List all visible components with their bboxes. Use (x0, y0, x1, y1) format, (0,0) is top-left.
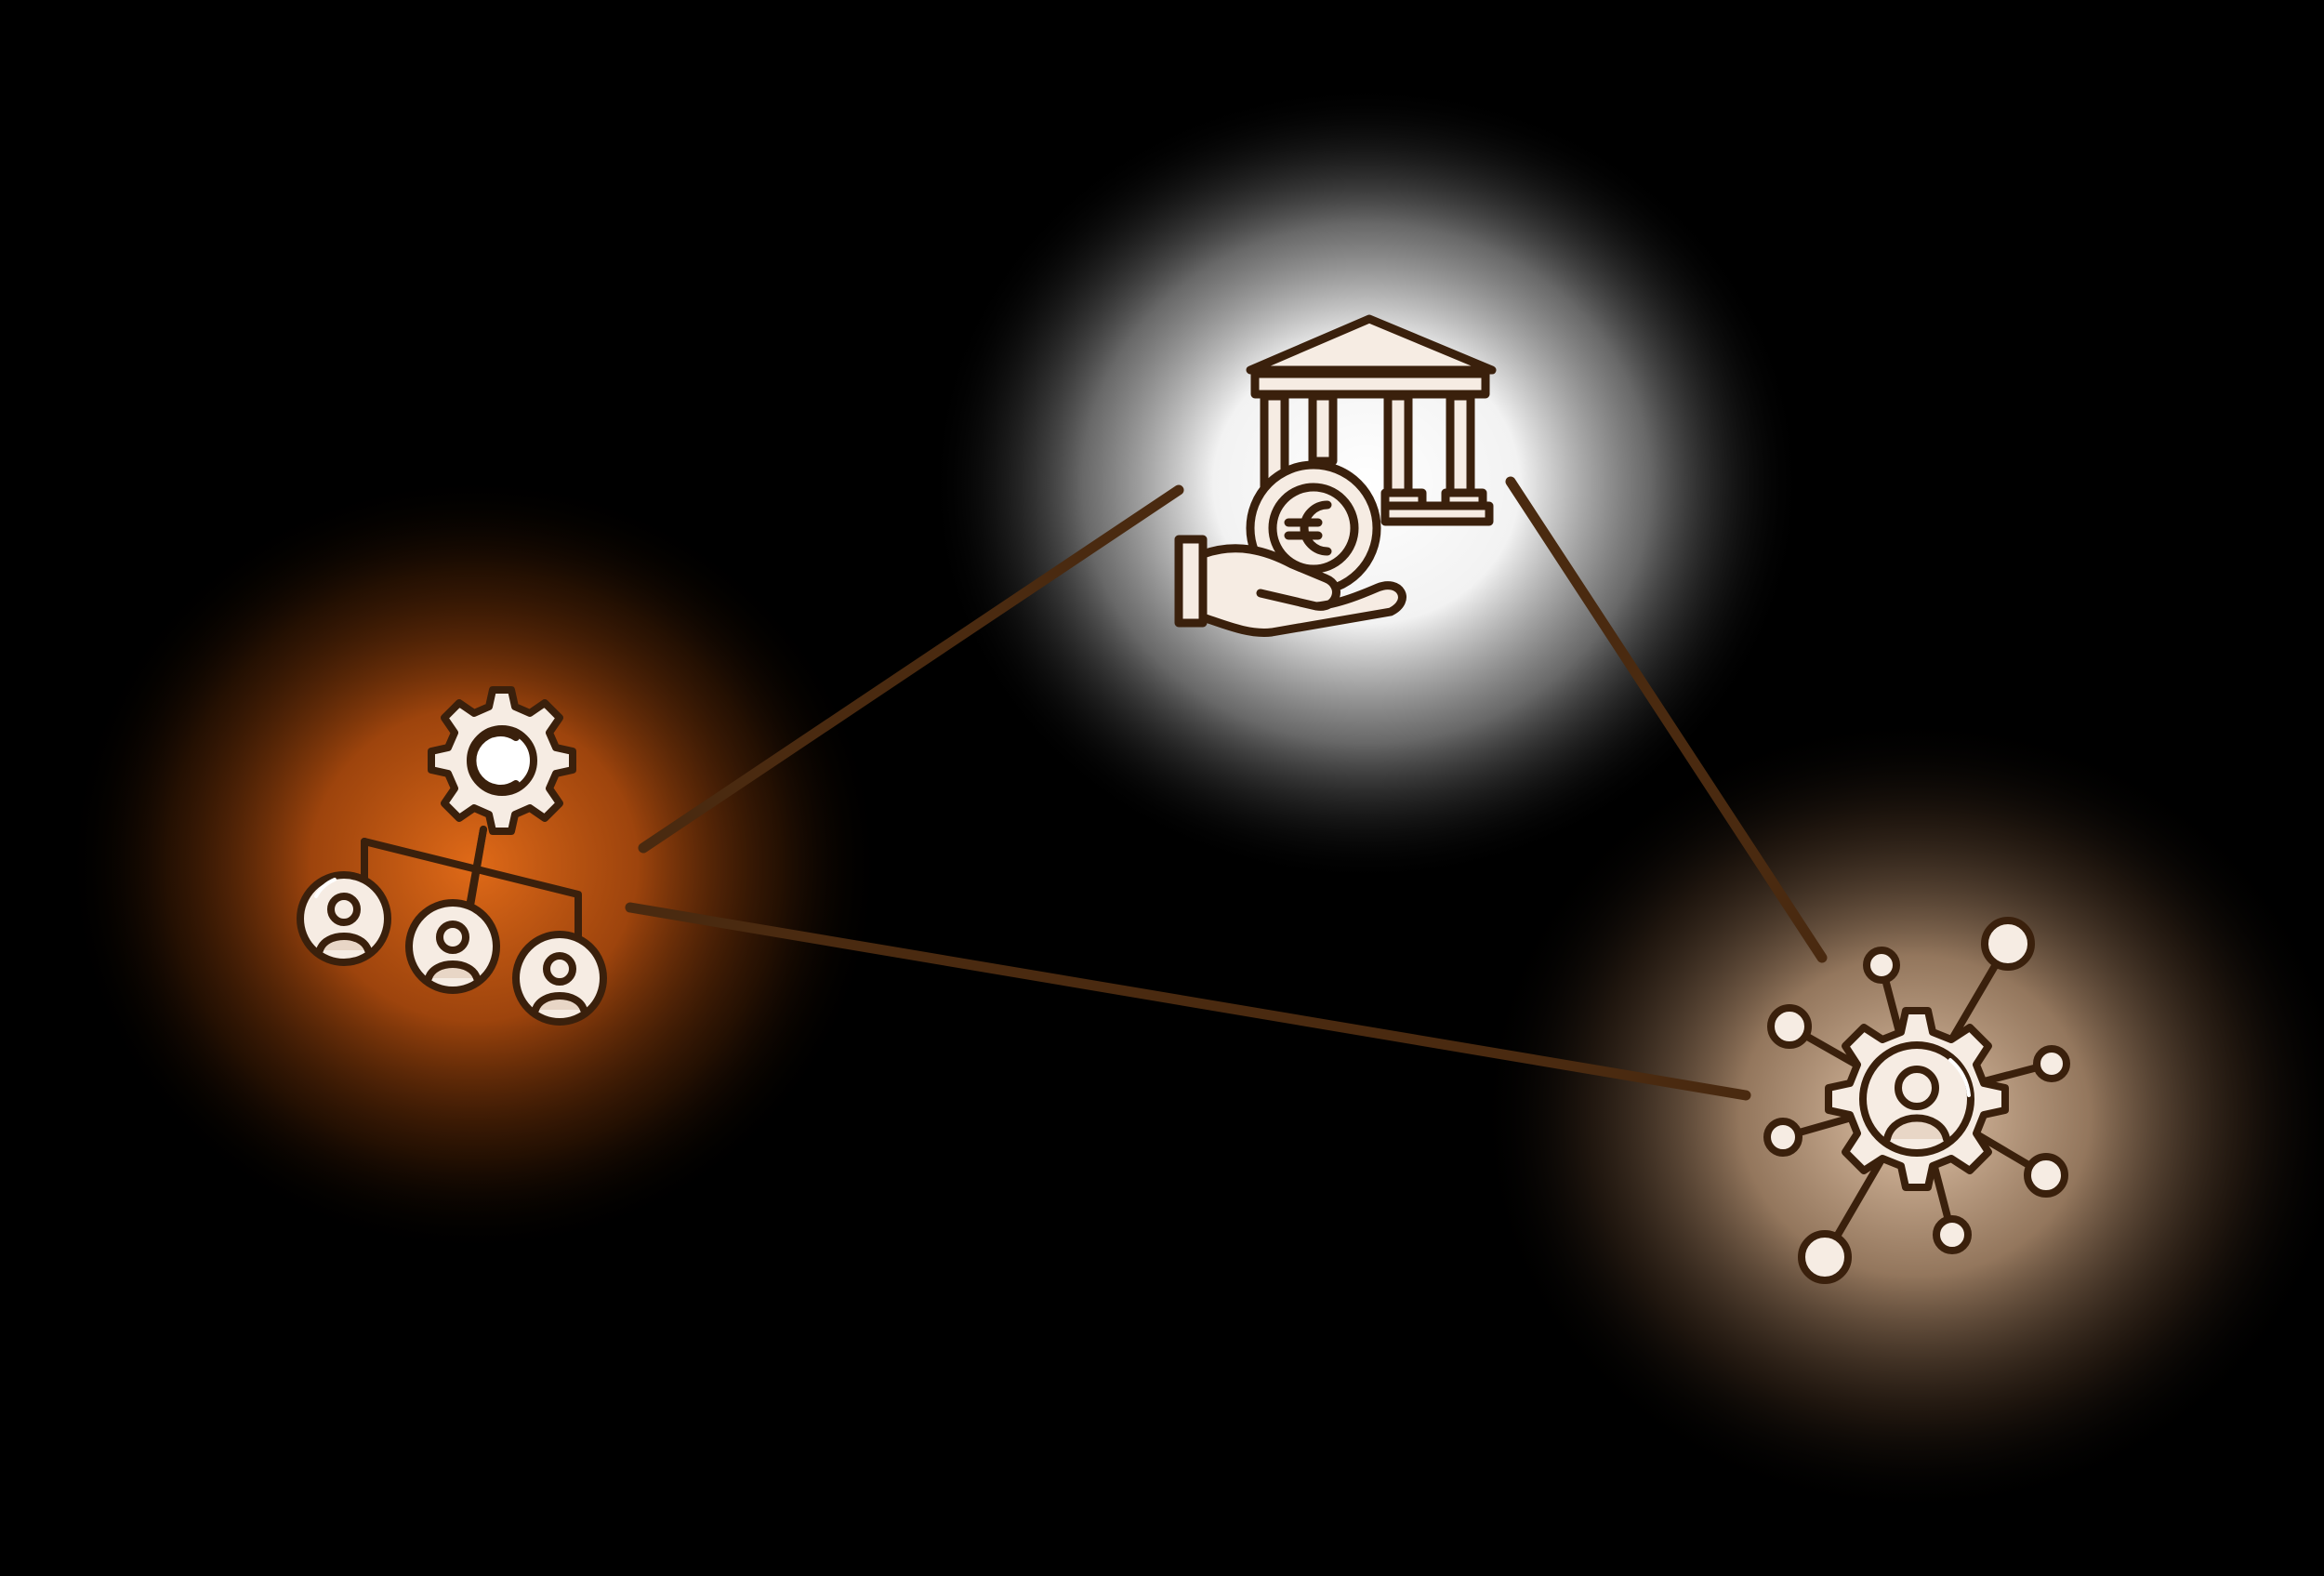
connector-organization-network (625, 902, 1751, 1101)
person-avatar-center (405, 899, 500, 994)
person-avatar-left (297, 871, 391, 966)
bank-glow (930, 84, 1803, 883)
connector-bank-network (1505, 476, 1828, 963)
gear-user-network-icon (1763, 917, 2070, 1284)
bank-with-euro-coin-in-hand-icon (1174, 314, 1497, 637)
connector-organization-bank (638, 484, 1184, 854)
gear-org-chart-icon (297, 686, 607, 1026)
network-nodes (1763, 917, 2070, 1284)
connectors (625, 476, 1828, 1101)
person-avatar-right (512, 931, 607, 1026)
